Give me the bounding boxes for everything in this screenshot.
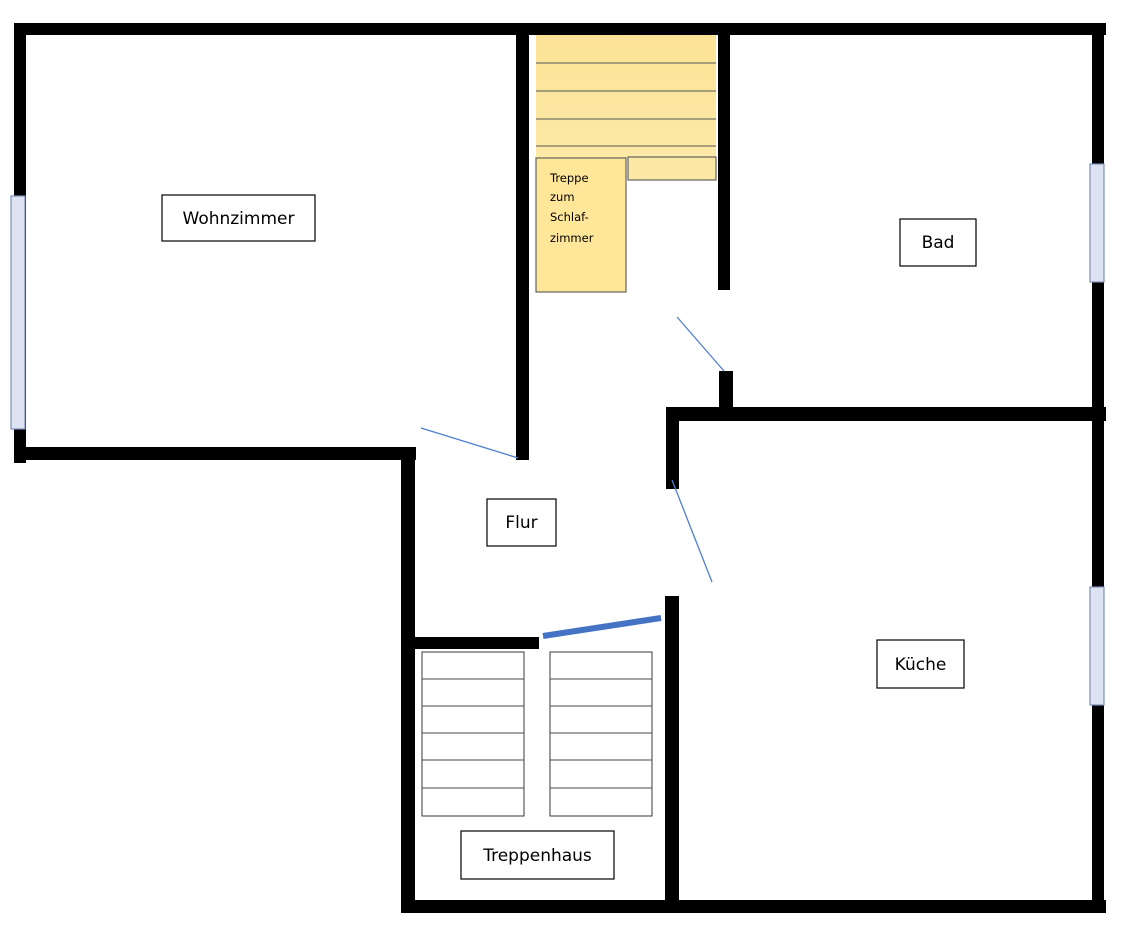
wall-wohnzimmer-bottom bbox=[14, 447, 416, 460]
window-kueche bbox=[1089, 586, 1105, 706]
stair-note-line2: zum bbox=[550, 190, 575, 204]
door-bad bbox=[676, 316, 725, 372]
stairwell-flight-right bbox=[549, 651, 653, 817]
stair-note-line3: Schlaf- bbox=[550, 210, 589, 224]
stair-lower-flight bbox=[535, 157, 627, 293]
room-label-bad: Bad bbox=[899, 218, 977, 267]
stair-upper-flight bbox=[536, 35, 716, 158]
window-bad bbox=[1089, 163, 1105, 283]
wall-treppenhaus-left bbox=[401, 447, 415, 913]
label-box bbox=[899, 218, 977, 267]
stair-upper-landing bbox=[627, 156, 717, 181]
stair-note-line4: zimmer bbox=[550, 231, 594, 245]
wall-treppenhaus-top bbox=[401, 637, 539, 649]
windows bbox=[10, 163, 1105, 706]
label-box bbox=[486, 498, 557, 547]
wall-bottom bbox=[401, 900, 1106, 913]
wall-right bbox=[1092, 23, 1104, 913]
wall-bad-left-lower bbox=[719, 371, 733, 415]
wall-wohnzimmer-right bbox=[516, 30, 529, 460]
label-box bbox=[161, 194, 316, 242]
stair-note-line1: Treppe bbox=[549, 171, 589, 185]
wall-top bbox=[14, 23, 1106, 35]
door-treppenhaus bbox=[542, 615, 662, 639]
wall-kueche-left-upper bbox=[666, 407, 679, 489]
stair-flight-left-outline bbox=[421, 651, 525, 817]
wall-bad-left-upper bbox=[718, 30, 730, 290]
wall-kueche-left-lower bbox=[665, 596, 679, 913]
stair-flight-right-outline bbox=[549, 651, 653, 817]
wall-bad-kueche bbox=[666, 407, 1106, 421]
stair-to-bedroom: Treppe zum Schlaf- zimmer bbox=[535, 35, 717, 293]
room-name-treppenhaus: Treppenhaus bbox=[482, 846, 592, 866]
doors bbox=[420, 316, 725, 639]
label-box bbox=[460, 830, 615, 880]
room-label-kueche: Küche bbox=[876, 639, 965, 689]
room-label-treppenhaus: Treppenhaus bbox=[460, 830, 615, 880]
label-box bbox=[876, 639, 965, 689]
room-name-bad: Bad bbox=[922, 233, 955, 253]
door-kueche bbox=[671, 479, 713, 583]
door-wohnzimmer bbox=[420, 427, 519, 459]
room-name-flur: Flur bbox=[505, 513, 537, 533]
room-label-wohnzimmer: Wohnzimmer bbox=[161, 194, 316, 242]
room-name-wohnzimmer: Wohnzimmer bbox=[183, 209, 295, 229]
window-wohnzimmer bbox=[10, 195, 26, 430]
room-name-kueche: Küche bbox=[895, 655, 947, 675]
stairwell-flight-left bbox=[421, 651, 525, 817]
room-label-flur: Flur bbox=[486, 498, 557, 547]
